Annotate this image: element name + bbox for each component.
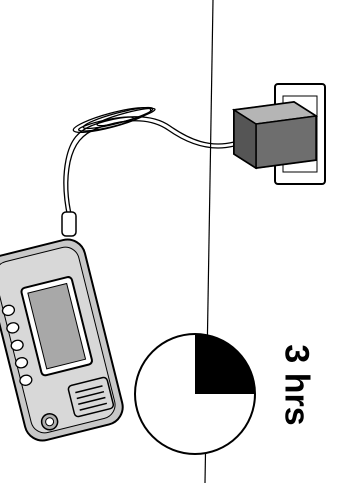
charge-duration-label: 3 hrs bbox=[280, 344, 314, 425]
handheld-device-icon bbox=[0, 236, 126, 445]
clock-icon bbox=[135, 334, 255, 454]
charging-cable bbox=[62, 103, 234, 236]
wall-adapter-icon bbox=[234, 102, 316, 168]
